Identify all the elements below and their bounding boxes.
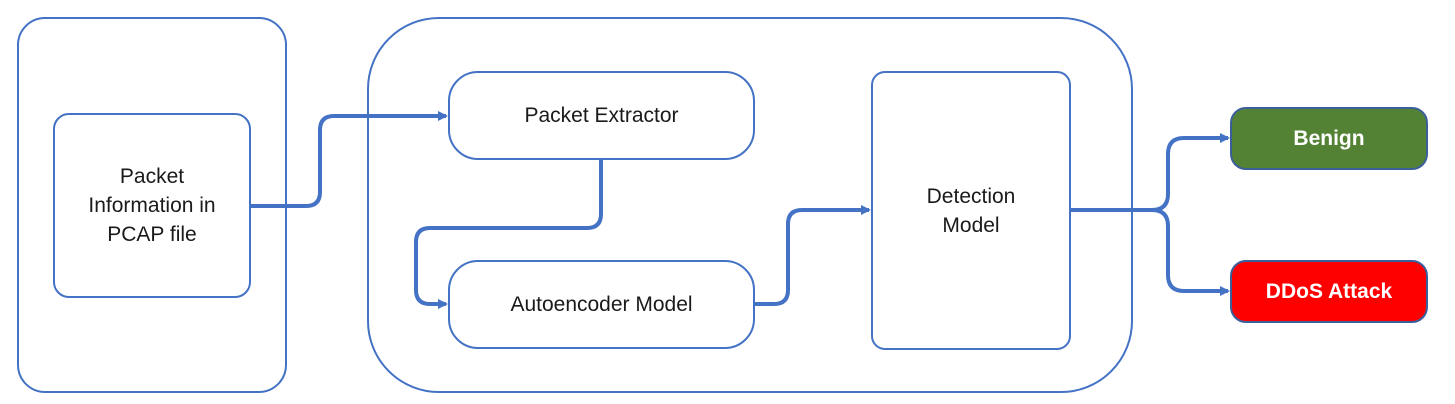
detection-model-label: Detection Model bbox=[926, 184, 1016, 237]
processing-container bbox=[367, 17, 1133, 393]
input-node-label: Packet Information in PCAP file bbox=[88, 165, 216, 246]
benign-output: Benign bbox=[1230, 107, 1428, 170]
edge-input-to-extractor bbox=[250, 111, 448, 208]
edge-detection-to-ddos bbox=[1151, 208, 1230, 296]
autoencoder-node: Autoencoder Model bbox=[448, 260, 755, 349]
ddos-attack-label: DDoS Attack bbox=[1265, 279, 1393, 303]
edge-detection-to-benign bbox=[1070, 133, 1230, 212]
autoencoder-label: Autoencoder Model bbox=[510, 293, 693, 316]
edge-extractor-to-autoencoder bbox=[414, 160, 603, 309]
detection-model-node: Detection Model bbox=[871, 71, 1071, 350]
edge-autoencoder-to-detection bbox=[754, 205, 871, 306]
ddos-attack-output: DDoS Attack bbox=[1230, 260, 1428, 323]
packet-extractor-label: Packet Extractor bbox=[524, 104, 679, 127]
input-node: Packet Information in PCAP file bbox=[53, 113, 251, 298]
packet-extractor-node: Packet Extractor bbox=[448, 71, 755, 160]
benign-label: Benign bbox=[1293, 126, 1365, 150]
